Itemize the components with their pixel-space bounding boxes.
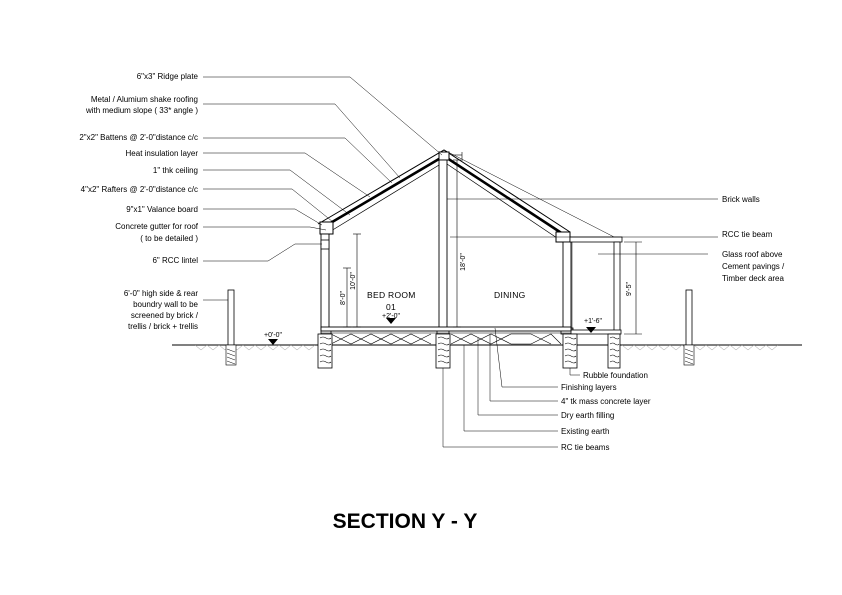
dim-glass-roof-height: 9'-5" bbox=[626, 282, 633, 296]
label-tie-beam: RCC tie beam bbox=[722, 230, 773, 239]
label-rc-tie-beams: RC tie beams bbox=[561, 443, 609, 452]
label-gutter-line2: ( to be detailed ) bbox=[140, 234, 198, 243]
label-ceiling: 1" thk ceiling bbox=[153, 166, 198, 175]
leaders-bottom bbox=[442, 327, 580, 448]
label-battens: 2"x2" Battens @ 2'-0"distance c/c bbox=[79, 133, 198, 142]
label-brick-walls: Brick walls bbox=[722, 195, 760, 204]
level-ground: +0'-0" bbox=[264, 332, 283, 339]
label-dry-earth: Dry earth filling bbox=[561, 411, 614, 420]
room-bedroom-number: 01 bbox=[386, 302, 396, 312]
floor-slab bbox=[320, 326, 572, 346]
level-deck: +1'-6" bbox=[584, 318, 603, 325]
label-roofing-line2: with medium slope ( 33* angle ) bbox=[85, 106, 198, 115]
drawing-title: SECTION Y - Y bbox=[333, 510, 478, 533]
label-valance: 9"x1" Valance board bbox=[126, 205, 198, 214]
leaders-left bbox=[203, 76, 443, 301]
label-boundary-line4: trellis / brick + trellis bbox=[128, 322, 198, 331]
label-boundary-line2: boundry wall to be bbox=[133, 300, 198, 309]
dim-wall-height: 10'-0" bbox=[350, 272, 357, 290]
label-rafters: 4"x2" Rafters @ 2'-0"distance c/c bbox=[81, 185, 198, 194]
label-ridge-plate: 6"x3" Ridge plate bbox=[137, 72, 199, 81]
dim-ceiling-height: 8'-0" bbox=[340, 291, 347, 305]
level-floor: +2'-0" bbox=[382, 313, 401, 320]
label-glass-roof-line3: Timber deck area bbox=[722, 274, 785, 283]
label-boundary-line3: screened by brick / bbox=[131, 311, 199, 320]
boundary-wall-left bbox=[225, 289, 237, 366]
dim-ridge-height: 18'-0" bbox=[460, 253, 467, 271]
foundations bbox=[317, 333, 621, 369]
dimensions bbox=[343, 159, 642, 335]
label-glass-roof-line2: Cement pavings / bbox=[722, 262, 785, 271]
level-markers bbox=[268, 318, 596, 345]
label-glass-roof-line1: Glass roof above bbox=[722, 250, 783, 259]
label-boundary-line1: 6'-0" high side & rear bbox=[124, 289, 199, 298]
boundary-wall-right bbox=[683, 289, 695, 366]
label-mass-concrete: 4" tk mass concrete layer bbox=[561, 397, 651, 406]
room-dining: DINING bbox=[494, 290, 526, 300]
ground bbox=[172, 344, 802, 351]
label-rubble: Rubble foundation bbox=[583, 371, 648, 380]
leaders-right bbox=[447, 198, 718, 255]
room-bedroom: BED ROOM bbox=[367, 290, 416, 300]
left-wall bbox=[319, 221, 334, 335]
label-existing-earth: Existing earth bbox=[561, 427, 609, 436]
label-insulation: Heat insulation layer bbox=[126, 149, 199, 158]
label-roofing-line1: Metal / Alumium shake roofing bbox=[91, 95, 198, 104]
label-gutter-line1: Concrete gutter for roof bbox=[115, 222, 198, 231]
label-finishing: Finishing layers bbox=[561, 383, 617, 392]
center-wall bbox=[436, 159, 450, 335]
label-lintel: 6" RCC lintel bbox=[152, 256, 198, 265]
roof bbox=[317, 149, 621, 241]
